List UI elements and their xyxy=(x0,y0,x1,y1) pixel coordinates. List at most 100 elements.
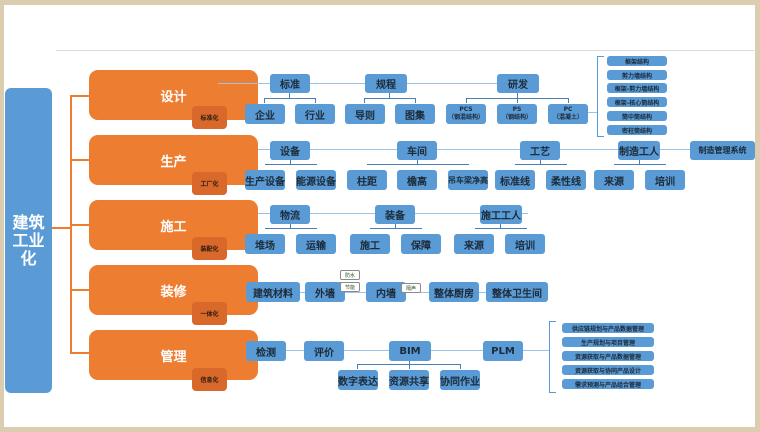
production-group-equipment[interactable]: 设备 xyxy=(270,141,310,160)
connector xyxy=(466,98,467,103)
production-child[interactable]: 檐高 xyxy=(397,170,437,190)
construction-group-logistics[interactable]: 物流 xyxy=(270,205,310,224)
design-group-rnd[interactable]: 研发 xyxy=(497,74,539,93)
production-child[interactable]: 培训 xyxy=(645,170,685,190)
design-child[interactable]: 企业 xyxy=(245,104,285,124)
plm-item[interactable]: 资源获取与产品数据管理 xyxy=(562,351,654,361)
design-rnd-pc[interactable]: PC（混凝土） xyxy=(548,104,588,124)
connector xyxy=(500,224,501,228)
branch-connector xyxy=(70,352,89,354)
badge-design: 标准化 xyxy=(192,106,227,129)
connector xyxy=(367,164,469,165)
connector xyxy=(290,160,291,164)
connector xyxy=(409,361,410,369)
tag-energy-saving: 节能 xyxy=(340,282,360,292)
root-node[interactable]: 建筑工业化 xyxy=(5,88,52,393)
category-management[interactable]: 管理 xyxy=(89,330,258,380)
management-step-inspection[interactable]: 检测 xyxy=(246,341,286,361)
root-label: 建筑工业化 xyxy=(12,212,45,268)
connector xyxy=(523,350,549,351)
bim-child[interactable]: 资源共享 xyxy=(389,370,429,390)
construction-child[interactable]: 保障 xyxy=(401,234,441,254)
connector xyxy=(389,93,390,98)
structure-type[interactable]: 剪力墙结构 xyxy=(607,70,667,80)
desc-label: （钢结构） xyxy=(501,114,532,121)
category-production[interactable]: 生产 xyxy=(89,135,258,185)
badge-construction: 装配化 xyxy=(192,237,227,260)
connector xyxy=(264,98,265,103)
design-main-line xyxy=(218,83,510,84)
design-group-procedure[interactable]: 规程 xyxy=(365,74,407,93)
structure-type[interactable]: 密柱筒结构 xyxy=(607,125,667,135)
divider-line xyxy=(56,50,756,51)
construction-child[interactable]: 运输 xyxy=(296,234,336,254)
structure-type[interactable]: 筒中筒结构 xyxy=(607,111,667,121)
desc-label: （钢混结构） xyxy=(447,114,484,121)
management-step-evaluation[interactable]: 评价 xyxy=(304,341,344,361)
production-child[interactable]: 柔性线 xyxy=(546,170,586,190)
construction-child[interactable]: 来源 xyxy=(454,234,494,254)
production-child[interactable]: 能源设备 xyxy=(296,170,336,190)
plm-item[interactable]: 供应链规划与产品数据管理 xyxy=(562,323,654,333)
connector xyxy=(264,98,316,99)
design-rnd-pcs[interactable]: PCS（钢混结构） xyxy=(446,104,486,124)
connector xyxy=(265,228,317,229)
category-construction[interactable]: 施工 xyxy=(89,200,258,250)
connector xyxy=(290,224,291,228)
connector xyxy=(265,164,317,165)
connector xyxy=(588,112,598,113)
production-group-workers[interactable]: 制造工人 xyxy=(618,141,660,160)
decoration-step[interactable]: 整体厨房 xyxy=(429,282,479,302)
construction-child[interactable]: 堆场 xyxy=(245,234,285,254)
design-child[interactable]: 导则 xyxy=(345,104,385,124)
production-mgmt-system[interactable]: 制造管理系统 xyxy=(690,141,755,160)
structure-type[interactable]: 框架-剪力墙结构 xyxy=(607,83,667,93)
connector xyxy=(315,98,316,103)
connector xyxy=(417,160,418,164)
connector xyxy=(357,364,358,369)
production-child[interactable]: 生产设备 xyxy=(245,170,285,190)
code-label: PS xyxy=(512,106,522,113)
connector xyxy=(568,98,569,103)
design-group-standard[interactable]: 标准 xyxy=(270,74,310,93)
structure-bracket xyxy=(597,56,604,137)
tag-sound-insulation: 隔声 xyxy=(401,283,421,293)
design-rnd-ps[interactable]: PS（钢结构） xyxy=(497,104,537,124)
construction-child[interactable]: 培训 xyxy=(505,234,545,254)
connector xyxy=(395,224,396,228)
branch-connector xyxy=(70,159,89,161)
design-child[interactable]: 行业 xyxy=(295,104,335,124)
design-child[interactable]: 图集 xyxy=(395,104,435,124)
plm-item[interactable]: 资源获取与协同产品设计 xyxy=(562,365,654,375)
construction-child[interactable]: 施工 xyxy=(350,234,390,254)
connector xyxy=(515,164,567,165)
tag-waterproof: 防水 xyxy=(340,270,360,280)
plm-item[interactable]: 需求预测与产品组合管理 xyxy=(562,379,654,389)
code-label: PC xyxy=(563,106,573,113)
structure-type[interactable]: 框架结构 xyxy=(607,56,667,66)
construction-group-equipment[interactable]: 装备 xyxy=(375,205,415,224)
management-step-plm[interactable]: PLM xyxy=(483,341,523,361)
plm-item[interactable]: 生产规划与项目管理 xyxy=(562,337,654,347)
production-group-workshop[interactable]: 车间 xyxy=(397,141,437,160)
bim-child[interactable]: 数字表达 xyxy=(338,370,378,390)
decoration-step[interactable]: 内墙 xyxy=(366,282,406,302)
connector xyxy=(415,98,416,103)
structure-type[interactable]: 框架-核心筒结构 xyxy=(607,97,667,107)
decoration-step[interactable]: 外墙 xyxy=(305,282,345,302)
decoration-step[interactable]: 建筑材料 xyxy=(246,282,300,302)
production-child[interactable]: 标准线 xyxy=(495,170,535,190)
construction-group-workers[interactable]: 施工工人 xyxy=(480,205,522,224)
connector xyxy=(475,228,527,229)
management-step-bim[interactable]: BIM xyxy=(389,341,431,361)
decoration-step[interactable]: 整体卫生间 xyxy=(486,282,548,302)
production-child[interactable]: 柱距 xyxy=(347,170,387,190)
category-decoration[interactable]: 装修 xyxy=(89,265,258,315)
production-child[interactable]: 吊车梁净高 xyxy=(448,170,488,190)
production-group-process[interactable]: 工艺 xyxy=(520,141,560,160)
badge-production: 工厂化 xyxy=(192,172,227,195)
production-child[interactable]: 来源 xyxy=(594,170,634,190)
category-design[interactable]: 设计 xyxy=(89,70,258,120)
bim-child[interactable]: 协同作业 xyxy=(440,370,480,390)
code-label: PCS xyxy=(459,106,473,113)
